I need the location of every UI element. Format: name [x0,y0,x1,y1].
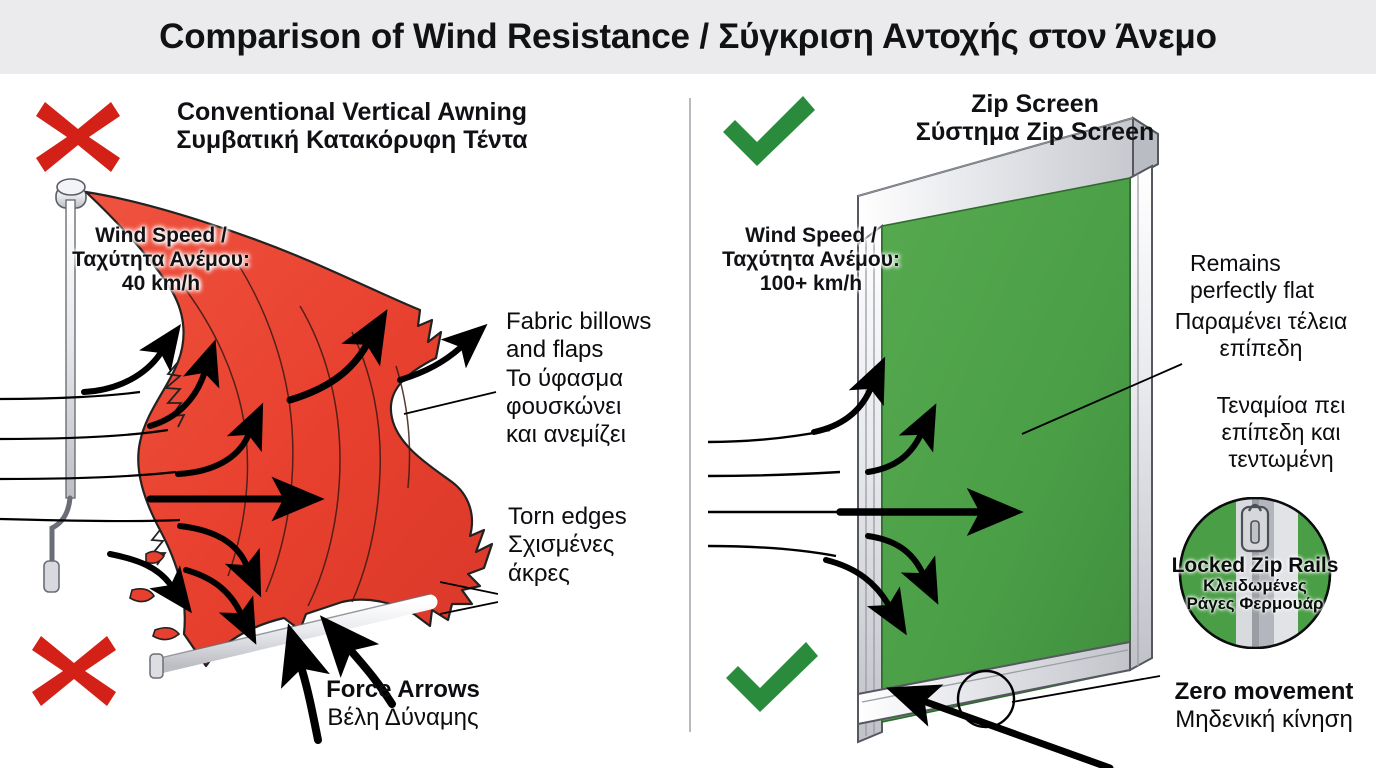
callout-line: Force Arrows [326,676,480,703]
callout-line: τεντωμένη [1228,446,1334,473]
callout-torn-edges: Torn edges Σχισμένες άκρες [508,503,680,588]
force-arrows [81,309,488,645]
bottom-bar [149,593,438,679]
wind-speed-value-left: 40 km/h [121,271,201,295]
callout-line: Fabric billows [506,308,652,335]
check-icon [718,640,826,714]
wind-streamlines-right [707,428,841,558]
callout-line: φουσκώνει [506,392,622,420]
left-heading-en: Conventional Vertical Awning [176,98,528,126]
force-arrows-right [811,356,1024,636]
roller-bar [55,178,87,209]
callout-fabric-billows: Fabric billows and flaps Το ύφασμα φουσκ… [506,308,684,450]
left-heading-el: Συμβατική Κατακόρυφη Τέντα [176,126,528,154]
zipper-pull-icon [1240,503,1270,553]
right-panel-heading: Zip Screen Σύστημα Zip Screen [840,90,1230,146]
callout-line: Torn edges [508,503,627,530]
zip-rail-left [857,224,883,744]
callout-line: Zero movement [1174,678,1354,705]
screen-fabric [881,177,1131,723]
callout-leaders-right [1011,363,1183,703]
zip-rail-detail-badge: Locked Zip Rails Κλειδωμένες Ράγες Φερμο… [1166,496,1344,650]
page-title: Comparison of Wind Resistance / Σύγκριση… [159,17,1217,56]
callout-line: Παραμένει τέλεια [1174,308,1348,335]
callout-line: Σχισμένες [508,531,615,559]
callout-line: and flaps [506,336,604,364]
wind-speed-en-right: Wind Speed / [745,224,877,247]
wind-speed-label-left: Wind Speed / Ταχύτητα Ανέμου: 40 km/h [36,224,286,296]
fabric-scrap [129,588,156,603]
bottom-weight-bar [857,640,1131,726]
cross-icon [32,96,124,178]
right-heading-en: Zip Screen [971,90,1099,118]
callout-line: επίπεδη [1219,335,1303,362]
zip-rail-right [1129,164,1153,672]
wind-speed-label-right: Wind Speed / Ταχύτητα Ανέμου: 100+ km/h [706,224,916,296]
detail-highlight-circle [956,669,1016,729]
callout-line: Μηδενική κίνηση [1175,706,1353,734]
callout-line: επίπεδη και [1221,419,1341,446]
callout-force-arrows: Force Arrows Βέλη Δύναμης [283,676,523,733]
callout-stays-taut: Τεναμίοα πει επίπεδη και τεντωμένη [1186,392,1376,473]
callout-line: Βέλη Δύναμης [327,704,479,732]
cross-icon [28,630,120,712]
callout-line: Remains [1190,250,1281,276]
fabric-scrap [152,626,181,641]
wind-speed-en-left: Wind Speed / [95,224,227,247]
zero-movement-arrow [885,684,1114,768]
callout-line: Το ύφασμα [506,364,624,392]
title-bar: Comparison of Wind Resistance / Σύγκριση… [0,0,1376,74]
callout-remains-flat: Remains perfectly flat Παραμένει τέλεια … [1175,250,1376,363]
callout-line: perfectly flat [1190,277,1314,304]
callout-line: Τεναμίοα πει [1216,392,1346,418]
right-heading-el: Σύστημα Zip Screen [915,118,1155,146]
left-panel-heading: Conventional Vertical Awning Συμβατική Κ… [152,98,552,154]
panel-divider [689,98,691,732]
zip-rail-detail-graphic [1178,496,1332,650]
callout-leaders [403,391,499,615]
wind-streamlines [0,390,181,523]
callout-line: και ανεμίζει [506,421,626,449]
wind-speed-value-right: 100+ km/h [759,271,863,295]
wind-speed-el-left: Ταχύτητα Ανέμου: [72,247,250,271]
callout-line: άκρες [508,559,570,587]
fabric-scrap [145,550,166,564]
check-icon [715,94,823,168]
callout-zero-movement: Zero movement Μηδενική κίνηση [1152,678,1376,735]
wind-speed-el-right: Ταχύτητα Ανέμου: [722,247,900,271]
